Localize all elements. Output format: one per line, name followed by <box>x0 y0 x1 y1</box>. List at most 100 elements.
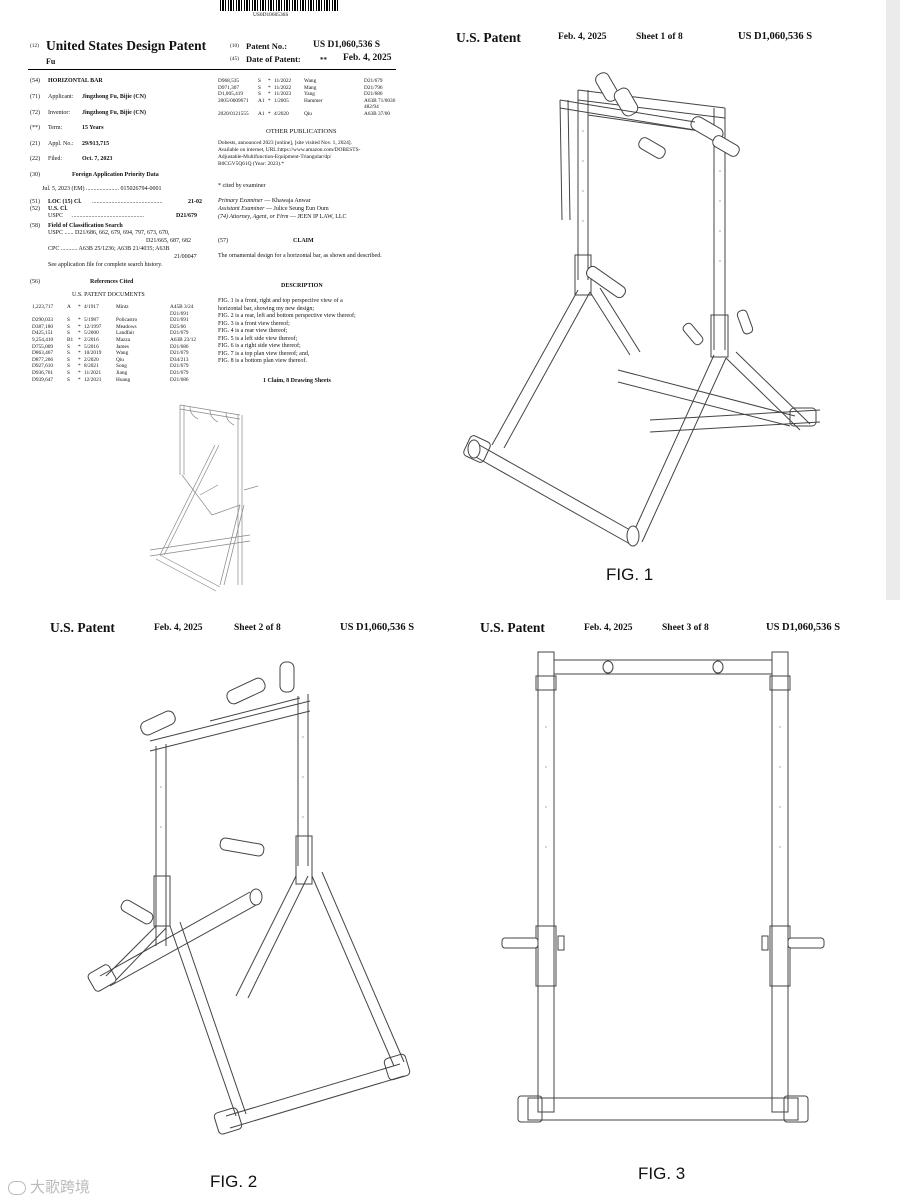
sheet-date: Feb. 4, 2025 <box>584 623 633 633</box>
reference-cell: 11/2023 <box>274 91 292 98</box>
uscl-label: U.S. Cl. <box>48 206 68 212</box>
loc-dots: ........................................… <box>92 199 163 205</box>
us-docs-subheading: U.S. PATENT DOCUMENTS <box>72 292 145 298</box>
reference-cell: * <box>78 343 81 350</box>
reference-cell: D21/686 <box>170 376 189 383</box>
other-publications-heading: OTHER PUBLICATIONS <box>266 128 337 135</box>
reference-cell: 2/2020 <box>84 356 99 363</box>
barcode <box>220 0 338 11</box>
reference-cell: D387,180 <box>32 323 54 330</box>
field-search-label: Field of Classification Search <box>48 223 123 229</box>
patent-date: Feb. 4, 2025 <box>343 53 392 63</box>
reference-cell: D21/686 <box>170 343 189 350</box>
reference-cell: 2005/0009671 <box>218 97 249 104</box>
applicant-label: Applicant: <box>48 94 74 100</box>
sheet-patent-label: U.S. Patent <box>50 620 115 635</box>
figure-2-drawing <box>87 661 411 1135</box>
watermark-text: 大歌跨境 <box>30 1178 91 1196</box>
field-22-tag: (22) <box>30 156 40 162</box>
reference-cell: * <box>78 323 81 330</box>
reference-cell: * <box>268 97 271 104</box>
reference-cell: * <box>268 91 271 98</box>
claim-heading: CLAIM <box>293 238 314 244</box>
reference-cell: Huang <box>116 376 131 383</box>
figure-1-label: FIG. 1 <box>606 565 654 584</box>
reference-cell: 1/2005 <box>274 97 289 104</box>
field-71-tag: (71) <box>30 94 40 100</box>
drawing-sheet-2: U.S. Patent Feb. 4, 2025 Sheet 2 of 8 US… <box>0 606 450 1200</box>
reference-cell: Mang <box>304 84 317 91</box>
description-line: horizontal bar, showing my new design; <box>218 305 315 312</box>
reference-cell: D21/679 <box>170 350 189 357</box>
sheet-counter: Sheet 2 of 8 <box>234 623 281 633</box>
reference-cell: D21/796 <box>364 84 383 91</box>
attorney-value: — JEEN IP LAW, LLC <box>288 214 347 220</box>
description-line: FIG. 1 is a front, right and top perspec… <box>218 298 343 304</box>
reference-cell: 4/1917 <box>84 304 99 310</box>
references-heading: References Cited <box>90 279 134 285</box>
reference-cell: D863,467 <box>32 350 54 357</box>
date-marker: ** <box>320 56 327 64</box>
reference-cell: Jiang <box>116 369 128 376</box>
reference-cell: S <box>67 363 70 370</box>
reference-cell: 11/2022 <box>274 78 292 84</box>
sheet-patent-number: US D1,060,536 S <box>340 622 415 633</box>
field-57-tag: (57) <box>218 238 228 244</box>
reference-cell: 5/1987 <box>84 317 99 324</box>
watermark-logo-icon <box>8 1180 26 1195</box>
reference-cell: Meadows <box>116 323 137 330</box>
reference-cell: D927,610 <box>32 363 54 370</box>
reference-cell: 8/2021 <box>84 363 99 370</box>
reference-row: 482/94 <box>218 104 394 111</box>
reference-cell: D425,151 <box>32 330 54 337</box>
loc-label: LOC (15) Cl. <box>48 199 82 205</box>
other-pub-line: Adjustable-Multifunction-Equipment-Trian… <box>218 154 332 160</box>
inventor-label: Inventor: <box>48 110 70 116</box>
reference-cell: Hammer <box>304 97 323 104</box>
document-title: United States Design Patent <box>46 38 207 53</box>
description-line: FIG. 3 is a front view thereof; <box>218 320 290 327</box>
panel-gap <box>886 0 900 600</box>
invention-title: HORIZONTAL BAR <box>48 78 103 84</box>
reference-cell: 10/2019 <box>84 350 102 357</box>
sheet-date: Feb. 4, 2025 <box>154 623 203 633</box>
reference-cell: 1,223,717 <box>32 304 54 310</box>
inventor-surname: Fu <box>46 57 56 66</box>
loc-value: 21-02 <box>188 199 202 205</box>
reference-cell: D936,761 <box>32 369 54 376</box>
reference-cell: S <box>67 343 70 350</box>
reference-cell: D968,535 <box>218 78 240 84</box>
drawing-sheet-1: U.S. Patent Feb. 4, 2025 Sheet 1 of 8 US… <box>440 0 886 600</box>
figure-2-label: FIG. 2 <box>210 1172 258 1191</box>
reference-cell: D34/213 <box>170 356 189 363</box>
reference-cell: 5/2000 <box>84 330 99 337</box>
reference-cell: 12/2021 <box>84 376 102 383</box>
description-line: FIG. 7 is a top plan view thereof; and, <box>218 350 310 357</box>
header-rule <box>28 69 396 70</box>
reference-cell: D877,266 <box>32 356 54 363</box>
reference-cell: A63B 71/0036 <box>364 97 396 104</box>
reference-cell: * <box>78 317 81 324</box>
reference-cell: S <box>67 323 70 330</box>
reference-cell: D971,307 <box>218 84 240 91</box>
other-pub-line: Available on internet, URL:https://www.a… <box>218 147 361 153</box>
uscl-dots: ........................................… <box>72 213 144 219</box>
field-30-tag: (30) <box>30 172 40 178</box>
reference-cell: D21/686 <box>364 91 383 98</box>
patent-no-label: Patent No.: <box>246 41 288 51</box>
field-search-line: USPC ...... D21/686, 662, 679, 694, 797,… <box>48 230 170 236</box>
description-line: FIG. 4 is a rear view thereof; <box>218 328 288 334</box>
reference-cell: B1 <box>67 336 74 343</box>
reference-cell: 4/2020 <box>274 110 289 117</box>
date-label: Date of Patent: <box>246 54 301 64</box>
description-line: FIG. 2 is a rear, left and bottom perspe… <box>218 313 356 319</box>
sheet-date: Feb. 4, 2025 <box>558 32 607 42</box>
